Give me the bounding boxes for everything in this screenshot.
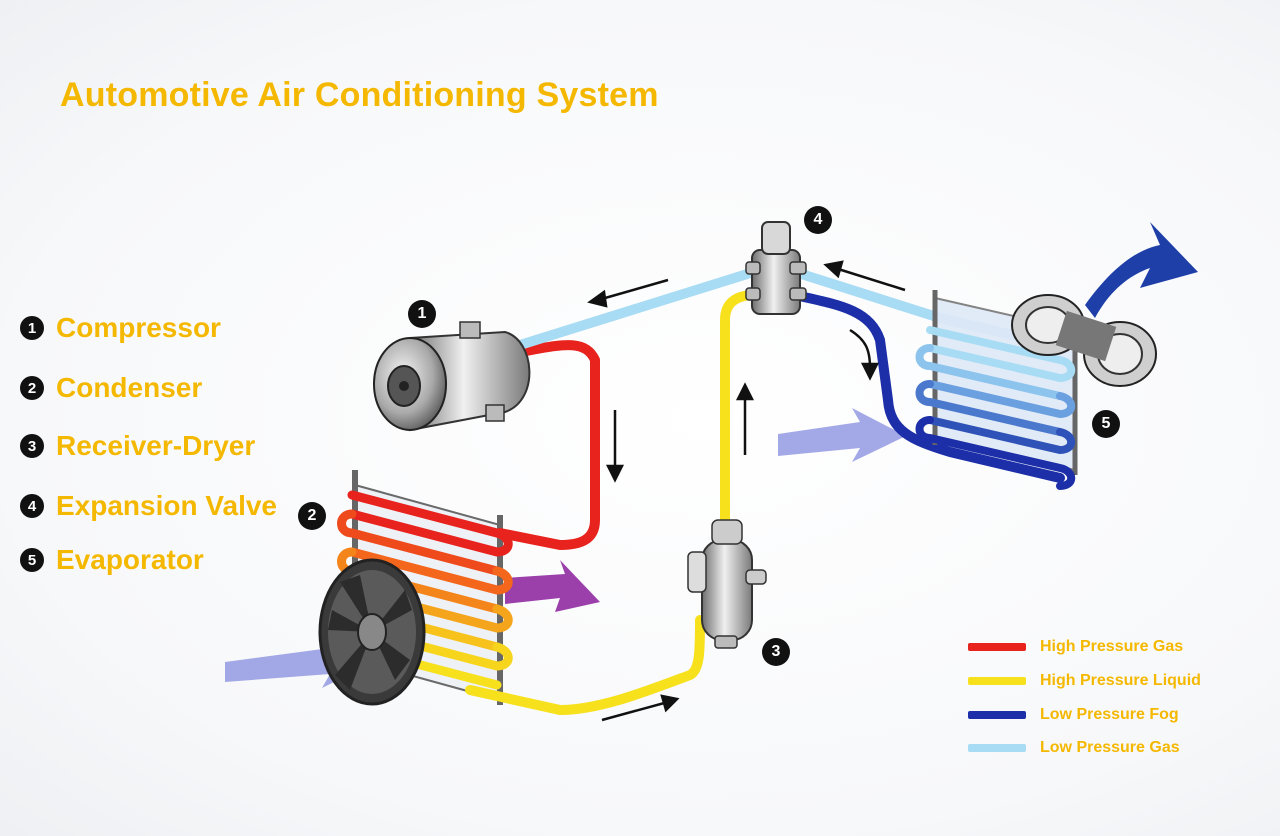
legend-swatch [968,643,1026,651]
part-label: Condenser [56,372,203,403]
diagram-title: Automotive Air Conditioning System [60,76,659,114]
number-badge: 5 [20,548,44,572]
legend-label: Low Pressure Fog [1040,706,1179,723]
legend-item: High Pressure Gas [968,638,1183,656]
part-label: Compressor [56,312,221,343]
hot-air-out-condenser [505,560,600,612]
callout-evaporator: 5 [1092,410,1120,438]
parts-list-item: 2 Condenser [20,372,202,404]
legend-label: Low Pressure Gas [1040,739,1180,756]
legend-swatch [968,711,1026,719]
expansion-valve [745,221,807,315]
number-badge: 3 [20,434,44,458]
legend-label: High Pressure Gas [1040,638,1184,655]
number-badge: 2 [20,376,44,400]
cold-air-out-evaporator [1085,222,1198,318]
parts-list-item: 4 Expansion Valve [20,490,277,522]
parts-list-item: 1 Compressor [20,312,221,344]
legend-item: Low Pressure Fog [968,706,1179,724]
blower-fan [1011,294,1157,387]
legend-item: Low Pressure Gas [968,739,1180,757]
part-label: Expansion Valve [56,490,277,521]
parts-list-item: 5 Evaporator [20,544,204,576]
part-label: Receiver-Dryer [56,430,256,461]
receiver-dryer [687,519,767,649]
legend-swatch [968,677,1026,685]
callout-condenser: 2 [298,502,326,530]
legend-swatch [968,744,1026,752]
condenser-fan [318,558,426,706]
legend-label: High Pressure Liquid [1040,672,1201,689]
compressor [373,321,531,432]
callout-receiver-dryer: 3 [762,638,790,666]
airflow-into-evaporator [778,408,906,462]
number-badge: 1 [20,316,44,340]
parts-list-item: 3 Receiver-Dryer [20,430,255,462]
flow-arrows [587,260,906,722]
callout-expansion-valve: 4 [804,206,832,234]
number-badge: 4 [20,494,44,518]
callout-compressor: 1 [408,300,436,328]
part-label: Evaporator [56,544,204,575]
legend-item: High Pressure Liquid [968,672,1201,690]
